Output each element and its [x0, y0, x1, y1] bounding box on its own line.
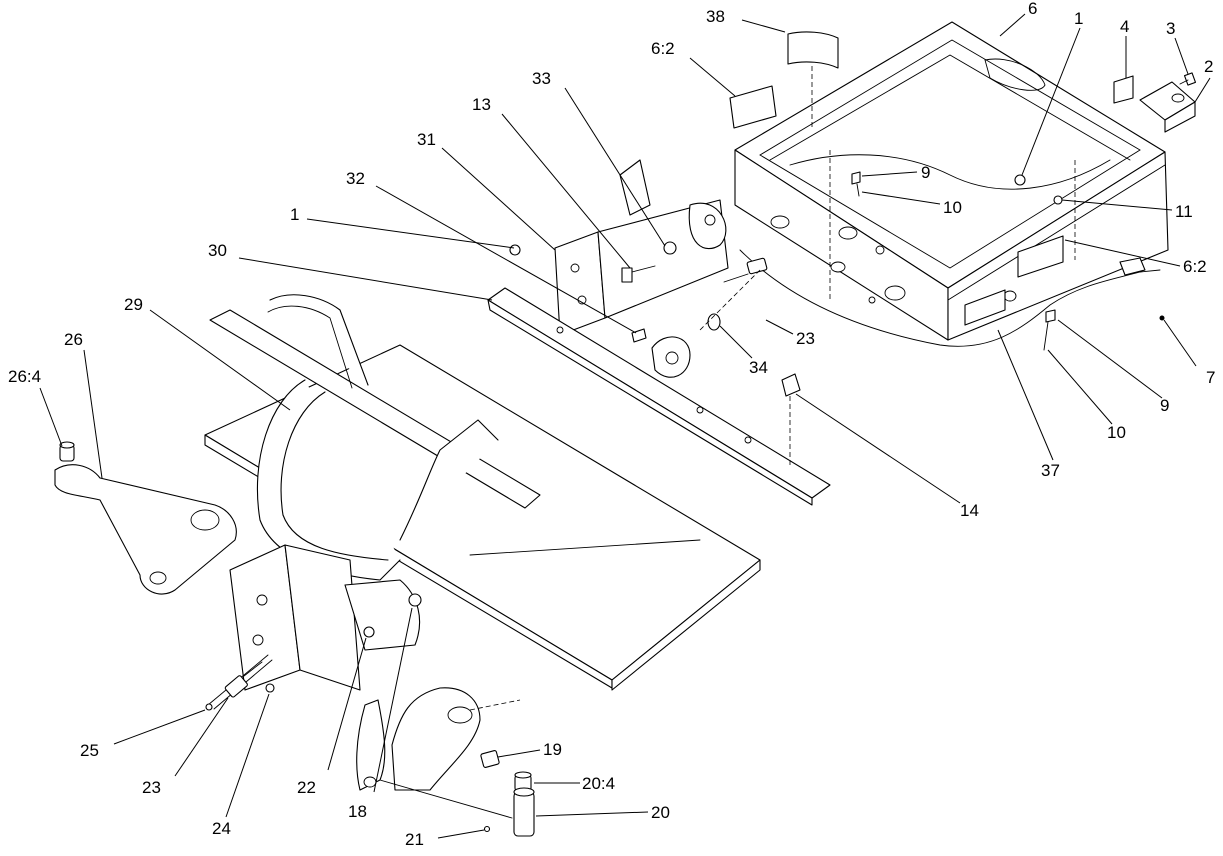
washer-part-33 — [663, 241, 677, 255]
bracket-part-2 — [1139, 81, 1196, 133]
bolt-part-32 — [631, 328, 647, 343]
callout-20-4: 20:4 — [582, 774, 615, 793]
nut-part-11 — [1053, 195, 1063, 205]
callout-26-4: 26:4 — [8, 367, 41, 386]
callout-1-front: 1 — [290, 205, 299, 224]
screw-part-10-upper — [856, 183, 860, 197]
callout-23-lower: 23 — [142, 778, 161, 797]
bolt-part-14 — [781, 373, 801, 465]
callout-24: 24 — [212, 819, 231, 838]
screw-part-10-lower — [1043, 321, 1049, 351]
nut-part-1-front — [509, 244, 521, 256]
bolt-part-23-lower — [224, 661, 263, 698]
callout-25: 25 — [80, 741, 99, 760]
callout-14: 14 — [960, 501, 979, 520]
callout-22: 22 — [297, 778, 316, 797]
callout-10-upper: 10 — [943, 198, 962, 217]
callout-20: 20 — [651, 803, 670, 822]
callout-33: 33 — [532, 69, 551, 88]
bushing-part-19 — [480, 750, 500, 768]
callout-7: 7 — [1206, 368, 1215, 387]
handle-part-29 — [209, 294, 541, 581]
cross-tube-part-30 — [487, 287, 831, 506]
bolt-part-23-upper — [723, 257, 768, 283]
cable-part-37 — [739, 249, 1161, 347]
callout-23-upper: 23 — [796, 329, 815, 348]
callout-11: 11 — [1175, 202, 1193, 221]
callout-26: 26 — [64, 330, 83, 349]
callout-38: 38 — [706, 7, 725, 26]
spindle-part-20 — [513, 787, 535, 837]
callout-3: 3 — [1166, 19, 1175, 38]
callout-4: 4 — [1120, 17, 1129, 36]
callout-9-lower: 9 — [1160, 396, 1169, 415]
callout-34: 34 — [749, 358, 768, 377]
bolt-part-3 — [1179, 72, 1197, 86]
callout-labels: 38 6 1 4 3 2 6:2 33 13 31 9 10 11 32 1 3… — [8, 0, 1215, 849]
callout-31: 31 — [417, 130, 436, 149]
callout-1-rear: 1 — [1074, 9, 1083, 28]
washer-part-24 — [265, 683, 275, 693]
decal-part-4 — [1113, 75, 1134, 104]
callout-19: 19 — [543, 740, 562, 759]
callout-6-2-top: 6:2 — [651, 39, 675, 58]
center-bracket-part-31 — [554, 159, 729, 336]
nut-part-1-rear — [1014, 174, 1026, 186]
bushing-part-22 — [363, 626, 375, 638]
decal-part-38 — [787, 31, 839, 69]
callout-13: 13 — [472, 95, 491, 114]
leader-lines — [39, 13, 1211, 839]
pin-part-21 — [483, 825, 491, 833]
callout-30: 30 — [208, 241, 227, 260]
cap-part-26-4 — [59, 441, 75, 462]
callout-29: 29 — [124, 295, 143, 314]
screw-part-9-upper — [851, 171, 861, 185]
decal-6-2-top — [729, 85, 777, 129]
callout-32: 32 — [346, 169, 365, 188]
cable-clamp — [1119, 257, 1146, 276]
callout-10-lower: 10 — [1107, 423, 1126, 442]
front-bracket — [229, 544, 421, 691]
callout-9-upper: 9 — [921, 163, 930, 182]
callout-21: 21 — [405, 830, 424, 849]
bolt-part-13 — [621, 265, 656, 283]
rivet-part-7 — [1159, 315, 1165, 321]
callout-6: 6 — [1028, 0, 1037, 18]
decal-6-2-side — [1017, 235, 1064, 278]
callout-2: 2 — [1204, 57, 1213, 76]
caster-bracket — [356, 687, 521, 791]
rear-frame-part-6 — [734, 21, 1169, 341]
callout-37: 37 — [1041, 461, 1060, 480]
callout-6-2-side: 6:2 — [1183, 257, 1207, 276]
decal-side-lower — [964, 289, 1006, 326]
pivot-arm-part-26 — [54, 464, 237, 595]
callout-18: 18 — [348, 802, 367, 821]
bushing-part-18 — [408, 593, 422, 607]
screw-part-9-lower — [1045, 309, 1056, 323]
